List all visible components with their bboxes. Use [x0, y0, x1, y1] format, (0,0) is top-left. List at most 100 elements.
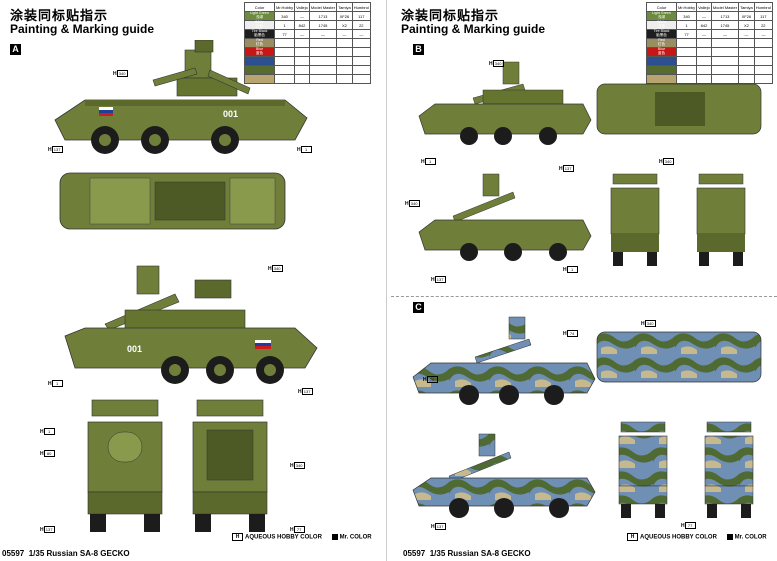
color-cell-mm — [710, 65, 740, 75]
color-name: Light Green — [250, 11, 269, 16]
color-cell-tamiya: XF26 — [336, 11, 353, 21]
color-name-cn: 红色 — [255, 42, 264, 46]
legend-r-h-box: H — [627, 533, 638, 541]
color-swatch — [646, 65, 677, 75]
color-cell-mm: 1713 — [308, 11, 338, 21]
color-cell-tamiya — [336, 56, 353, 66]
legend-mr-text: Mr. COLOR — [339, 534, 372, 541]
color-name-cn: 浅绿 — [255, 15, 264, 19]
hull-number: 001 — [223, 109, 238, 119]
color-cell-mm: 1745 — [710, 20, 740, 30]
color-name: White — [254, 20, 265, 25]
color-name-cn: 白色 — [657, 24, 666, 28]
vehicle-side-view-b2 — [418, 173, 592, 261]
col-color: Color — [244, 2, 275, 12]
color-cell-tamiya — [738, 56, 755, 66]
color-cell-humbrol: 117 — [753, 11, 773, 21]
color-cell-tamiya: X2 — [738, 20, 755, 30]
color-cell-tamiya: — — [336, 29, 353, 39]
color-cell-code: 340 — [675, 11, 698, 21]
color-cell-humbrol: 22 — [753, 20, 773, 30]
color-cell-mm: — — [710, 29, 740, 39]
color-cell-code — [273, 74, 296, 84]
color-cell-humbrol — [753, 65, 773, 75]
color-row — [244, 56, 371, 66]
legend-r-mr-text: Mr. COLOR — [734, 534, 767, 541]
color-name: Light Green — [652, 11, 671, 16]
footer: 05597 1/35 Russian SA-8 GECKO — [2, 549, 130, 558]
color-cell-mm — [710, 74, 740, 84]
vehicle-front-view-b — [610, 173, 660, 266]
color-name-cn: 白色 — [255, 24, 264, 28]
vehicle-front-view-c — [618, 421, 668, 518]
instruction-page-right: 涂装同标贴指示 Painting & Marking guide B Color… — [391, 0, 777, 561]
color-cell-humbrol — [753, 47, 773, 57]
legend-r-mr-square — [726, 534, 733, 540]
color-cell-tamiya — [336, 47, 353, 57]
color-name: Blue — [255, 47, 264, 52]
footer-code: 05597 — [2, 549, 25, 558]
color-name-cn: 蓝色 — [657, 51, 666, 55]
color-cell-tamiya — [738, 47, 755, 57]
col-modelmaster: Model Master — [308, 2, 338, 12]
color-cell-vallejo — [696, 38, 712, 48]
hull-number-2: 001 — [127, 344, 142, 354]
color-row — [646, 56, 773, 66]
vehicle-side-view-a1: 001 — [54, 40, 308, 154]
footer-scale: 1/35 — [28, 549, 45, 558]
color-cell-mm — [308, 74, 338, 84]
color-cell-code: 340 — [273, 11, 296, 21]
color-name: Tire Black — [251, 29, 268, 34]
color-name-cn: 胎黑色 — [254, 33, 265, 37]
color-cell-code: 1 — [675, 20, 698, 30]
vehicle-rear-view-b — [696, 173, 746, 266]
color-cell-tamiya — [336, 38, 353, 48]
color-name-cn: 蓝色 — [255, 51, 264, 55]
footer-r-scale: 1/35 — [429, 549, 446, 558]
color-cell-vallejo — [696, 47, 712, 57]
color-name-cn: 浅绿 — [657, 15, 666, 19]
col-tamiya: Tamiya — [336, 2, 353, 12]
legend-mr-square — [331, 534, 338, 540]
color-cell-tamiya — [738, 38, 755, 48]
color-row — [244, 74, 371, 84]
title-english-r: Painting & Marking guide — [401, 22, 546, 36]
footer-r-name: Russian SA-8 GECKO — [447, 549, 531, 558]
color-cell-humbrol: — — [753, 29, 773, 39]
vehicle-rear-view-a — [192, 399, 268, 532]
color-cell-humbrol: 22 — [351, 20, 371, 30]
color-cell-humbrol — [351, 56, 371, 66]
color-swatch — [646, 56, 677, 66]
color-cell-code — [675, 65, 698, 75]
color-cell-humbrol — [753, 74, 773, 84]
color-cell-humbrol — [351, 65, 371, 75]
title-chinese: 涂装同标贴指示 — [10, 8, 109, 23]
section-label-c: C — [413, 302, 424, 313]
legend-r-h-text: AQUEOUS HOBBY COLOR — [640, 534, 717, 541]
color-cell-mm — [710, 56, 740, 66]
